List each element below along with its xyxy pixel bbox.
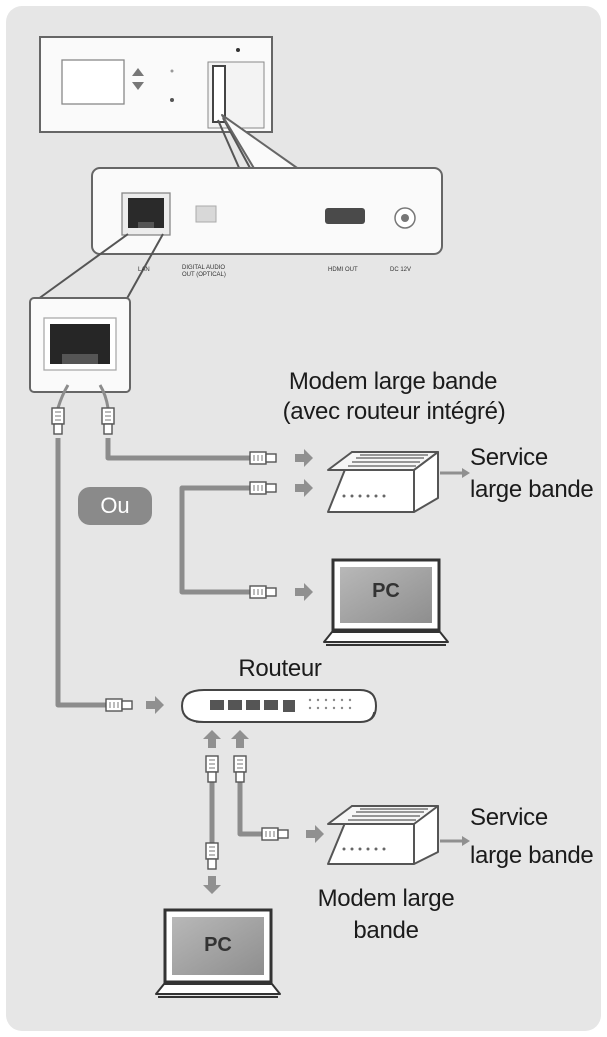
cables (55, 384, 262, 843)
router-device (180, 689, 378, 723)
service-bottom-label-line2: large bande (470, 842, 594, 869)
zoom-callout (217, 117, 251, 171)
modem-with-router-device (327, 451, 439, 513)
lan-port-zoom (29, 233, 164, 393)
modem-device (327, 805, 439, 865)
modem-router-label-line2: (avec routeur intégré) (282, 398, 506, 425)
rj45-plugs (51, 407, 289, 870)
modem-router-label-line1: Modem large bande (288, 368, 498, 395)
service-top-label-line1: Service (470, 444, 548, 471)
pc-label-top: PC (372, 580, 400, 602)
service-top-label-line2: large bande (470, 476, 594, 503)
modem-label-line1: Modem large (317, 885, 455, 912)
router-label: Routeur (238, 655, 322, 682)
direction-arrows (146, 449, 470, 894)
port-label-hdmi-out: HDMI OUT (328, 267, 358, 273)
service-bottom-label-line1: Service (470, 804, 548, 831)
soundbar-device (39, 36, 273, 133)
modem-label-line2: bande (353, 917, 419, 944)
device-back-panel (91, 114, 443, 255)
port-label-lan: LAN (138, 267, 150, 273)
laptop-pc-top (323, 558, 449, 646)
or-badge: Ou (78, 487, 152, 525)
port-label-dc: DC 12V (390, 267, 412, 273)
laptop-pc-bottom (155, 908, 281, 998)
pc-label-bottom: PC (204, 934, 232, 956)
port-label-digital-audio-line1: DIGITAL AUDIO (182, 265, 226, 271)
port-label-digital-audio: DIGITAL AUDIO OUT (OPTICAL) (182, 265, 226, 279)
port-label-digital-audio-line2: OUT (OPTICAL) (182, 272, 226, 278)
